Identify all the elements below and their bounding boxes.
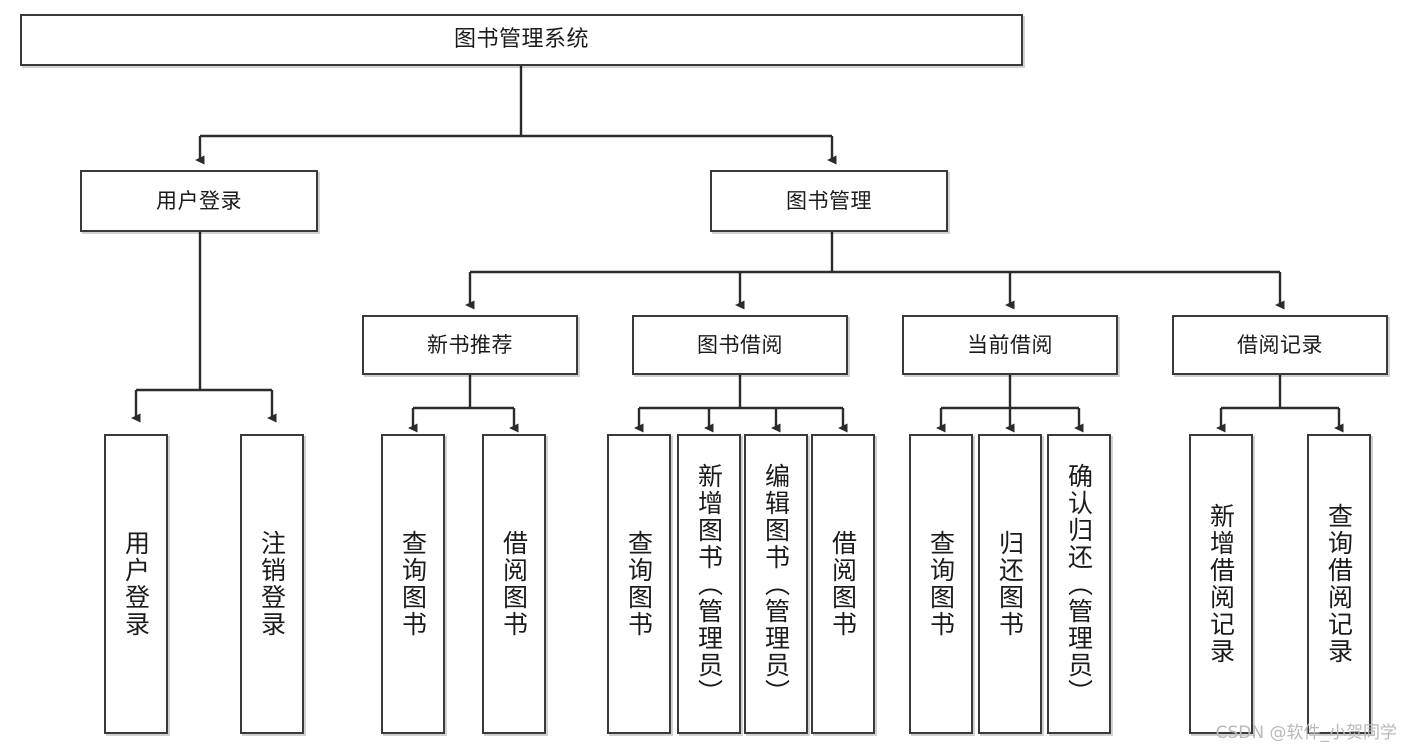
node-borrow-records[interactable]: 借阅记录 xyxy=(1172,315,1388,375)
node-leaf-query-book-recommend[interactable]: 查询图书 xyxy=(381,434,445,734)
node-leaf-query-book-borrow[interactable]: 查询图书 xyxy=(607,434,671,734)
node-leaf-return-book[interactable]: 归还图书 xyxy=(978,434,1042,734)
node-leaf-edit-book-admin[interactable]: 编辑图书（管理员） xyxy=(744,434,808,734)
node-label: 查询图书 xyxy=(398,530,428,638)
node-label: 图书管理系统 xyxy=(453,27,589,53)
node-label: 图书借阅 xyxy=(697,332,783,357)
node-leaf-query-borrow-record[interactable]: 查询借阅记录 xyxy=(1307,434,1371,734)
node-label: 查询图书 xyxy=(624,530,654,638)
node-current-borrow[interactable]: 当前借阅 xyxy=(902,315,1118,375)
node-label: 借阅图书 xyxy=(828,530,858,638)
node-label: 当前借阅 xyxy=(967,332,1053,357)
node-label: 用户登录 xyxy=(156,188,242,213)
node-leaf-user-login[interactable]: 用户登录 xyxy=(104,434,168,734)
node-leaf-borrow-book-recommend[interactable]: 借阅图书 xyxy=(482,434,546,734)
node-leaf-query-book-current[interactable]: 查询图书 xyxy=(909,434,973,734)
node-root-book-management-system[interactable]: 图书管理系统 xyxy=(20,14,1023,66)
node-book-borrow[interactable]: 图书借阅 xyxy=(632,315,848,375)
node-leaf-add-borrow-record[interactable]: 新增借阅记录 xyxy=(1189,434,1253,734)
node-label: 新增借阅记录 xyxy=(1206,503,1236,665)
node-label: 查询图书 xyxy=(926,530,956,638)
node-label: 注销登录 xyxy=(257,530,287,638)
node-leaf-add-book-admin[interactable]: 新增图书（管理员） xyxy=(677,434,741,734)
node-new-book-recommend[interactable]: 新书推荐 xyxy=(362,315,578,375)
node-label: 归还图书 xyxy=(995,530,1025,638)
node-label: 编辑图书（管理员） xyxy=(761,462,791,706)
node-label: 新增图书（管理员） xyxy=(694,462,724,706)
node-leaf-logout[interactable]: 注销登录 xyxy=(240,434,304,734)
node-label: 查询借阅记录 xyxy=(1324,503,1354,665)
node-label: 借阅图书 xyxy=(499,530,529,638)
node-label: 确认归还（管理员） xyxy=(1064,462,1094,706)
node-label: 图书管理 xyxy=(786,188,872,213)
watermark-text: CSDN @软件_小贺同学 xyxy=(1215,723,1397,743)
node-leaf-confirm-return-admin[interactable]: 确认归还（管理员） xyxy=(1047,434,1111,734)
node-user-login[interactable]: 用户登录 xyxy=(80,170,318,232)
node-leaf-borrow-book[interactable]: 借阅图书 xyxy=(811,434,875,734)
node-label: 用户登录 xyxy=(121,530,151,638)
node-book-management[interactable]: 图书管理 xyxy=(710,170,948,232)
node-label: 新书推荐 xyxy=(427,332,513,357)
node-label: 借阅记录 xyxy=(1237,332,1323,357)
